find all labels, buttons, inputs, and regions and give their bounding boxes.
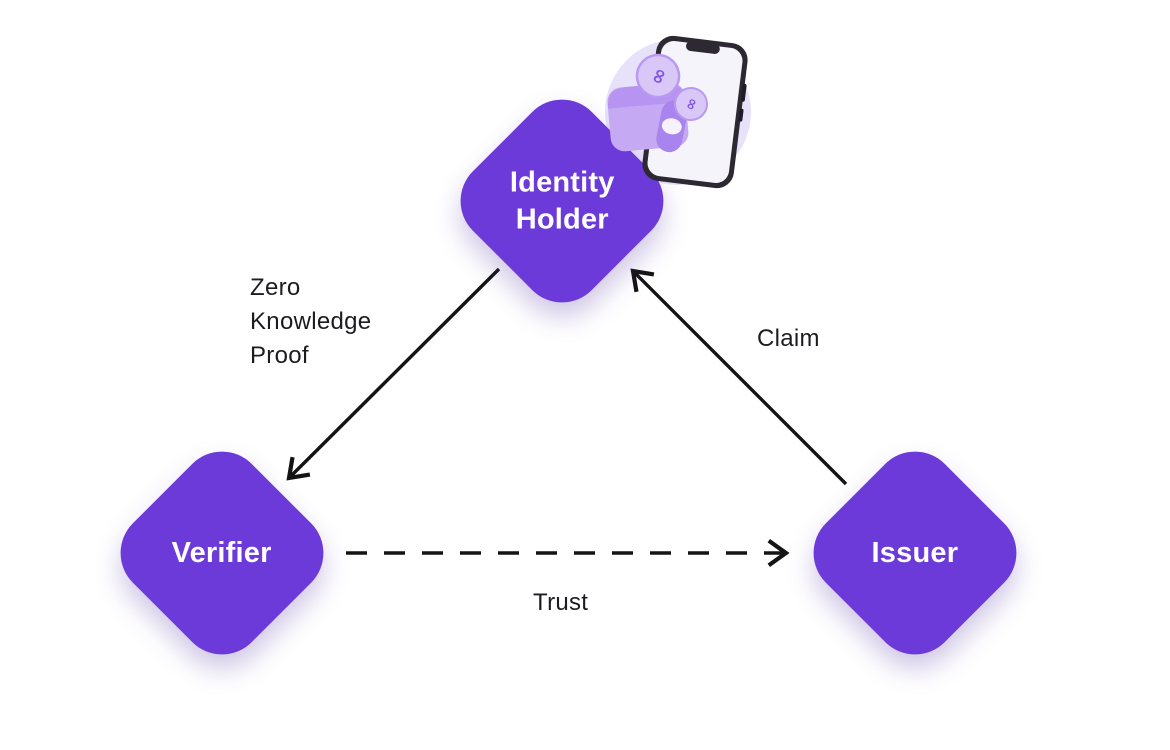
zero-knowledge-proof-arrow [286, 267, 501, 481]
wallet-icon [607, 83, 689, 153]
coin-icon: ∞ [635, 53, 681, 99]
zkp-label-line3: Proof [250, 342, 309, 369]
trust-label: Trust [533, 589, 589, 616]
node-verifier-label: Verifier [172, 536, 272, 569]
coin-icon-small: ∞ [674, 87, 708, 121]
wallet-phone-illustration: ∞ ∞ [607, 35, 748, 189]
zkp-label-line2: Knowledge [250, 308, 372, 335]
zero-knowledge-proof-label: Zero Knowledge Proof [250, 271, 371, 373]
claim-arrow [630, 268, 848, 486]
node-issuer-label: Issuer [871, 536, 959, 569]
node-identity-holder-label-line2: Holder [515, 203, 609, 235]
claim-label: Claim [757, 325, 820, 352]
zkp-label-line1: Zero [250, 274, 301, 301]
